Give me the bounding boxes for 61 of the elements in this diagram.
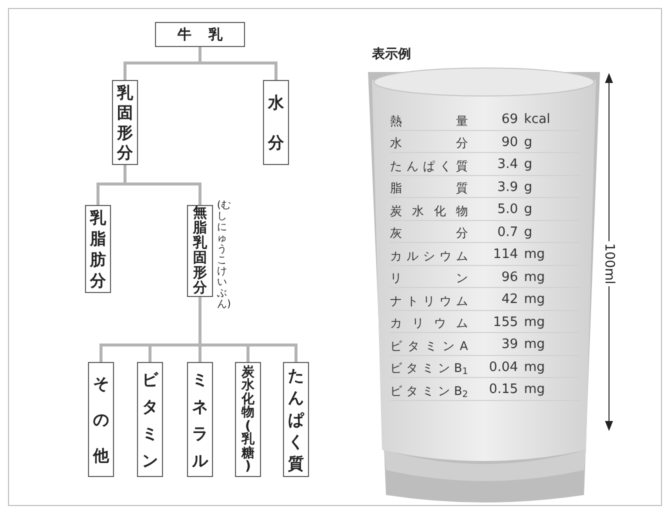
node-label: その他 — [93, 372, 109, 466]
nutrient-value: 69 — [500, 111, 518, 129]
nutrient-unit: g — [524, 224, 532, 242]
nutrient-name: たんぱく質 — [390, 158, 468, 174]
node-label: 無脂乳固形分 — [193, 206, 207, 296]
nutrient-unit: g — [524, 178, 532, 196]
nutrient-name: 水分 — [390, 135, 468, 152]
tree-connector — [198, 47, 278, 80]
node-label: ミネラル — [192, 368, 208, 472]
chart-title: 表示例 — [372, 46, 411, 64]
nutrient-value: 114 — [492, 246, 518, 264]
nutrient-name: 熱量 — [390, 112, 468, 130]
nutrient-value: 3.9 — [496, 178, 518, 196]
nutrient-value: 0.04 — [488, 358, 518, 376]
nutrient-name: 脂質 — [390, 180, 468, 197]
nutrient-name: リン — [390, 270, 468, 287]
node-label: 炭水化物(乳糖) — [242, 366, 254, 474]
nutrient-value: 39 — [500, 336, 518, 354]
nutrient-value: 155 — [492, 314, 518, 332]
nutrient-value: 90 — [500, 134, 518, 152]
nutrient-unit: g — [524, 201, 532, 219]
nutrient-value: 0.15 — [488, 381, 518, 399]
nutrient-value: 0.7 — [496, 224, 518, 242]
node-label: 乳脂肪分 — [90, 207, 106, 291]
vertical-label-box — [85, 205, 111, 293]
nutrient-unit: mg — [524, 291, 545, 309]
vertical-label-box — [187, 362, 213, 477]
nutrient-name: ビタミンB$_{2}$ — [390, 382, 468, 400]
vertical-label-box — [137, 362, 163, 477]
nutrient-unit: g — [524, 134, 532, 152]
nutrient-unit: mg — [524, 358, 545, 376]
nutrient-name: カリウム — [390, 315, 468, 332]
node-label: ビタミン — [142, 368, 158, 472]
nutrient-name: ビタミンB$_{1}$ — [390, 360, 468, 377]
nutrient-name: カルシウム — [390, 248, 468, 264]
nutrient-unit: mg — [524, 381, 545, 399]
node-label: 牛乳 — [176, 28, 240, 42]
nutrient-unit: mg — [524, 268, 545, 286]
nutrient-unit: mg — [524, 336, 545, 354]
node-label: たんぱく質 — [288, 364, 304, 474]
node-label: 水分 — [268, 92, 284, 154]
nutrient-name: 灰分 — [390, 225, 468, 242]
vertical-label-box — [88, 362, 114, 477]
vertical-label-box — [263, 80, 289, 165]
nutrient-name: 炭水化物 — [390, 202, 468, 220]
nutrient-unit: mg — [524, 314, 545, 332]
vertical-label-box — [112, 80, 138, 165]
nutrient-unit: kcal — [524, 111, 550, 129]
nutrient-unit: mg — [524, 246, 545, 264]
nutrient-unit: g — [524, 156, 532, 174]
node-label: 乳固形分 — [117, 82, 133, 162]
tree-connector — [124, 165, 202, 205]
vertical-label-box — [283, 362, 309, 477]
nutrient-value: 96 — [500, 268, 518, 286]
nutrient-name: ビタミンA — [390, 338, 468, 354]
nutrient-value: 42 — [500, 291, 518, 309]
nutrient-value: 3.4 — [496, 156, 518, 174]
nutrient-value: 5.0 — [496, 201, 518, 219]
nutrient-name: ナトリウム — [390, 292, 468, 310]
vertical-label-box — [235, 362, 261, 477]
root-box — [155, 22, 245, 47]
